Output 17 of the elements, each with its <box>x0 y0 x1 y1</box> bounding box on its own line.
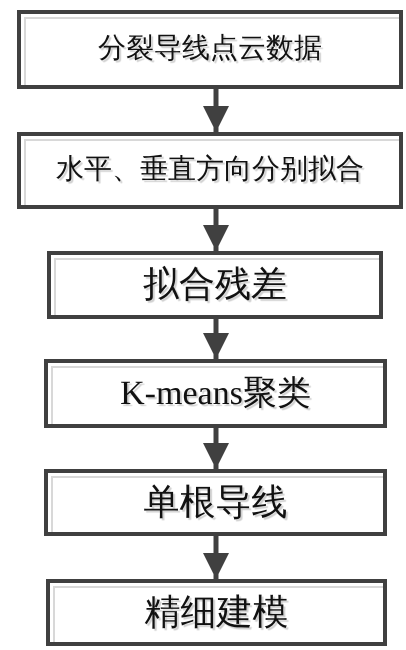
arrow <box>203 319 229 359</box>
step-label: 拟合残差 <box>143 264 287 306</box>
process-box <box>17 132 403 209</box>
step-label: 分裂导线点云数据 <box>98 33 322 66</box>
step-label: 精细建模 <box>144 592 288 634</box>
step-label: 水平、垂直方向分别拟合 <box>56 154 364 187</box>
arrow <box>203 89 229 132</box>
process-box <box>44 359 387 428</box>
process-box <box>47 251 383 319</box>
process-box <box>17 10 403 89</box>
process-box <box>44 469 387 536</box>
arrow <box>203 209 229 251</box>
arrow <box>203 428 229 469</box>
step-label: 单根导线 <box>144 482 288 524</box>
process-box <box>46 579 387 646</box>
step-label: K-means聚类 <box>120 374 311 414</box>
arrow <box>203 536 229 579</box>
